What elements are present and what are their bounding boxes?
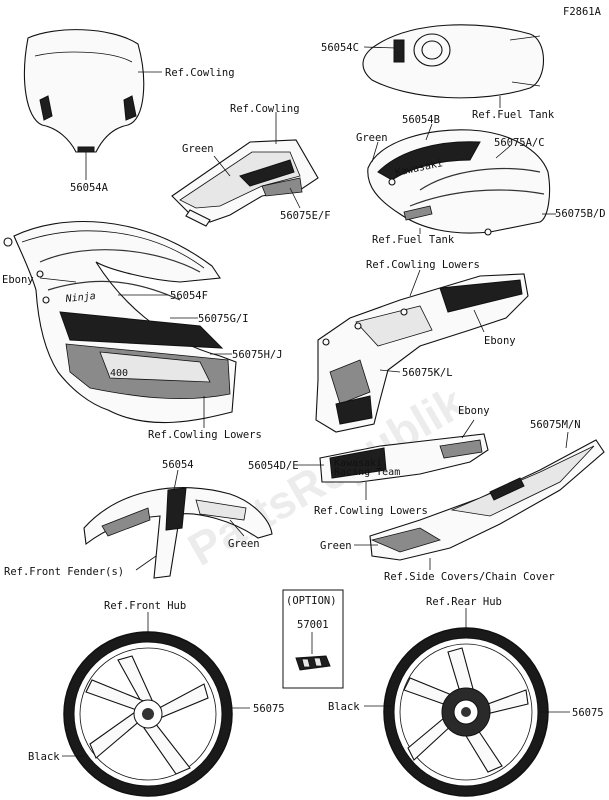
tail-decal-racing-team: Racing Team: [334, 467, 400, 478]
main-cowling-part: Ninja 400: [3, 220, 237, 424]
label-ref-cowling-lowers-1: Ref.Cowling Lowers: [148, 429, 262, 441]
label-green-1: Green: [182, 143, 214, 155]
label-56075AC: 56075A/C: [494, 137, 545, 149]
label-56075MN: 56075M/N: [530, 419, 581, 431]
label-green-4: Green: [320, 540, 352, 552]
option-box-part-number: 57001: [297, 619, 329, 631]
front-wheel-part: [63, 631, 233, 797]
windscreen-part: [23, 29, 145, 153]
label-ref-front-hub: Ref.Front Hub: [104, 600, 186, 612]
label-56075KL: 56075K/L: [402, 367, 453, 379]
label-ebony-1: Ebony: [2, 274, 34, 286]
label-green-3: Green: [228, 538, 260, 550]
label-green-2: Green: [356, 132, 388, 144]
label-ref-cowling-windscreen: Ref.Cowling: [165, 67, 235, 79]
label-56075-front: 56075: [253, 703, 285, 715]
label-56054C: 56054C: [321, 42, 359, 54]
rear-wheel-part: [383, 627, 549, 797]
label-ref-cowling-lowers-2: Ref.Cowling Lowers: [366, 259, 480, 271]
label-56054A: 56054A: [70, 182, 109, 194]
label-56054: 56054: [162, 459, 194, 471]
label-ref-front-fender: Ref.Front Fender(s): [4, 566, 124, 578]
label-black-rear: Black: [328, 701, 360, 713]
lower-cowling-part: [315, 273, 529, 433]
label-ref-fuel-tank-1: Ref.Fuel Tank: [472, 109, 555, 121]
tail-decal-kawasaki: Kawasaki: [334, 458, 382, 469]
tank-top-decal: [393, 39, 405, 63]
label-ref-cowling-lowers-3: Ref.Cowling Lowers: [314, 505, 428, 517]
cowling-decal-ninja: Ninja: [64, 291, 96, 305]
windscreen-decal: [77, 146, 95, 153]
label-56075EF: 56075E/F: [280, 210, 331, 222]
fuel-tank-top-part: [362, 24, 544, 99]
option-box: (OPTION) 57001: [282, 589, 344, 689]
label-ref-fuel-tank-2: Ref.Fuel Tank: [372, 234, 455, 246]
label-ebony-2: Ebony: [484, 335, 516, 347]
front-fender-part: [83, 487, 273, 579]
side-cowling-part: [171, 139, 319, 227]
option-box-title: (OPTION): [286, 595, 337, 607]
side-cover-part: [369, 439, 605, 561]
figure-id: F2861A: [563, 6, 602, 18]
label-56075BD: 56075B/D: [555, 208, 606, 220]
label-56075HJ: 56075H/J: [232, 349, 283, 361]
label-56075-rear: 56075: [572, 707, 604, 719]
label-ref-rear-hub: Ref.Rear Hub: [426, 596, 502, 608]
label-56075GI: 56075G/I: [198, 313, 249, 325]
label-ebony-3: Ebony: [458, 405, 490, 417]
label-ref-side-covers: Ref.Side Covers/Chain Cover: [384, 571, 555, 583]
tail-decal-part: Kawasaki Racing Team: [319, 433, 489, 483]
label-ref-cowling-side: Ref.Cowling: [230, 103, 300, 115]
label-56054F: 56054F: [170, 290, 208, 302]
label-56054B: 56054B: [402, 114, 440, 126]
label-56054DE: 56054D/E: [248, 460, 299, 472]
cowling-decal-400: 400: [110, 368, 128, 379]
fuel-tank-side-part: Kawasaki: [367, 129, 551, 236]
label-black-front: Black: [28, 751, 60, 763]
